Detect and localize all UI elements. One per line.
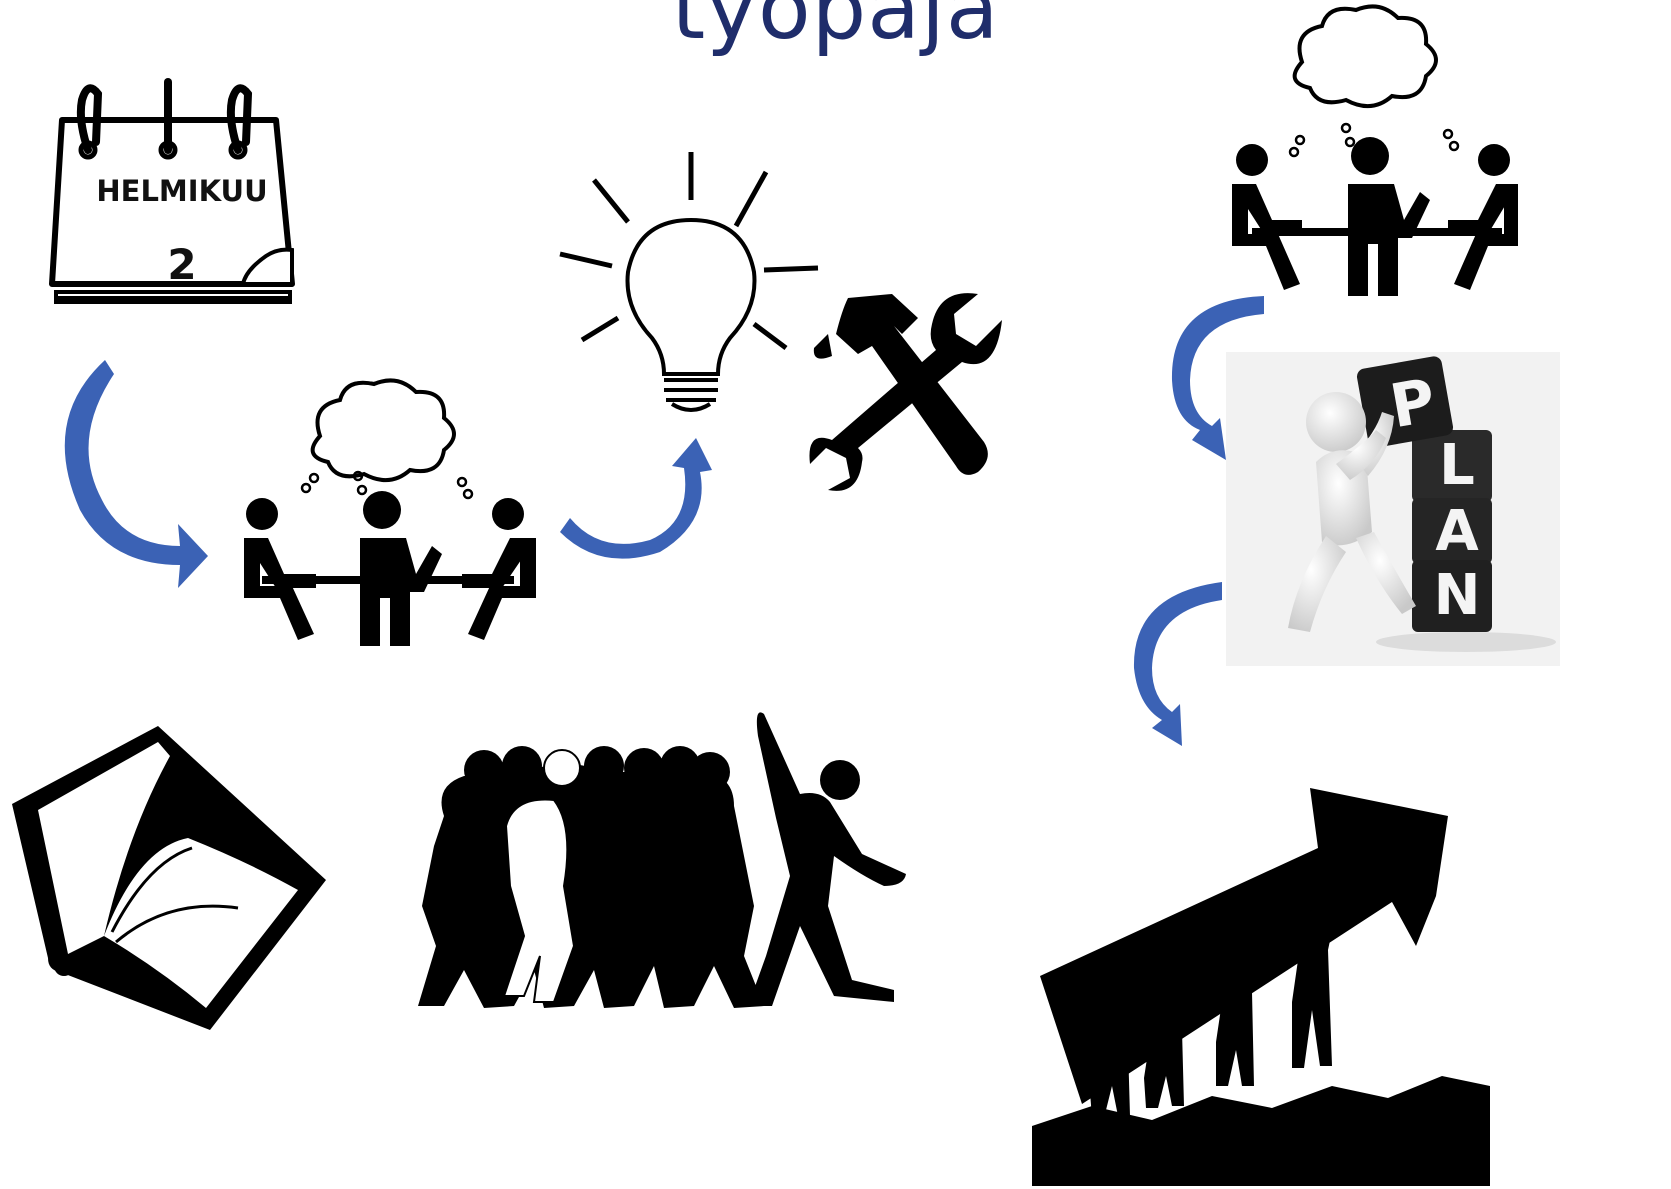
meeting-icon xyxy=(1232,4,1518,296)
plan-blocks-icon: P L A N xyxy=(1226,352,1560,666)
curved-arrow-icon xyxy=(1133,582,1222,746)
team-lifting-arrow-icon xyxy=(1032,788,1490,1186)
tools-icon xyxy=(809,293,1002,491)
curved-arrow-icon xyxy=(560,438,712,559)
crowd-icon xyxy=(418,712,906,1008)
plan-letter-n: N xyxy=(1433,563,1481,628)
plan-letter-a: A xyxy=(1435,499,1479,564)
book-icon xyxy=(12,726,326,1030)
plan-letter-l: L xyxy=(1439,433,1475,498)
calendar-month: HELMIKUU xyxy=(96,174,268,208)
lightbulb-icon xyxy=(559,152,819,412)
page-title: tyopaja xyxy=(671,0,1000,59)
curved-arrow-icon xyxy=(1171,296,1264,460)
calendar-icon xyxy=(49,78,295,304)
meeting-icon xyxy=(244,378,536,646)
plan-letter-p: P xyxy=(1385,365,1441,443)
calendar-day: 2 xyxy=(167,240,197,289)
curved-arrow-icon xyxy=(64,360,208,588)
